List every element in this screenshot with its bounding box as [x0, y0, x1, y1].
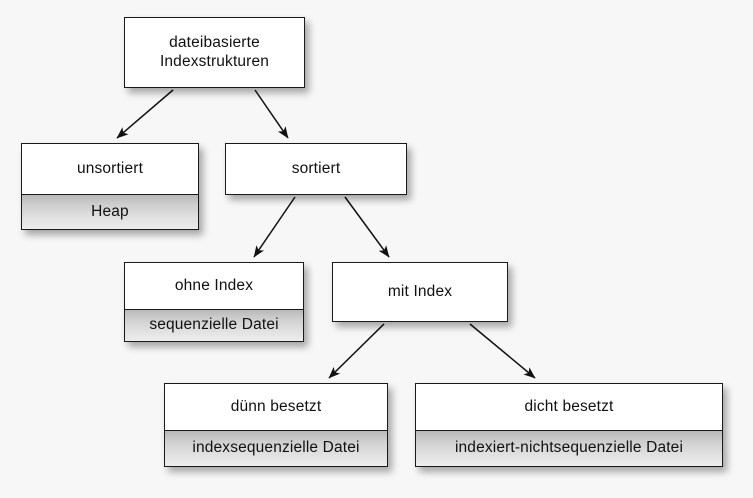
node-unsortiert[interactable]: unsortiert Heap	[21, 143, 199, 230]
node-ohne-index-subtitle: sequenzielle Datei	[125, 309, 303, 341]
node-duenn-besetzt-subtitle: indexsequenzielle Datei	[165, 430, 387, 466]
node-duenn-besetzt-title: dünn besetzt	[165, 384, 387, 430]
node-dicht-besetzt-subtitle: indexiert-nichtsequenzielle Datei	[416, 430, 722, 466]
edge-mit-index-to-duenn-besetzt	[328, 323, 385, 379]
node-dicht-besetzt-title: dicht besetzt	[416, 384, 722, 430]
node-ohne-index-title: ohne Index	[125, 263, 303, 309]
node-unsortiert-subtitle: Heap	[22, 194, 198, 229]
node-duenn-besetzt[interactable]: dünn besetzt indexsequenzielle Datei	[164, 383, 388, 467]
node-dicht-besetzt[interactable]: dicht besetzt indexiert-nichtsequenziell…	[415, 383, 723, 467]
node-unsortiert-title: unsortiert	[22, 144, 198, 194]
node-ohne-index[interactable]: ohne Index sequenzielle Datei	[124, 262, 304, 342]
edge-mit-index-to-dicht-besetzt	[469, 323, 536, 379]
node-root-title: dateibasierte Indexstrukturen	[125, 18, 304, 87]
node-root-title-line2: Indexstrukturen	[159, 52, 270, 70]
edge-sortiert-to-mit-index	[344, 196, 390, 258]
node-dateibasierte-indexstrukturen[interactable]: dateibasierte Indexstrukturen	[124, 17, 305, 88]
edge-root-to-sortiert	[254, 89, 289, 139]
node-sortiert[interactable]: sortiert	[225, 143, 407, 195]
node-root-title-line1: dateibasierte	[169, 33, 260, 51]
node-mit-index[interactable]: mit Index	[332, 262, 508, 322]
edge-sortiert-to-ohne-index	[253, 196, 296, 258]
edge-root-to-unsortiert	[116, 89, 174, 139]
node-mit-index-title: mit Index	[333, 263, 507, 321]
node-sortiert-title: sortiert	[226, 144, 406, 194]
